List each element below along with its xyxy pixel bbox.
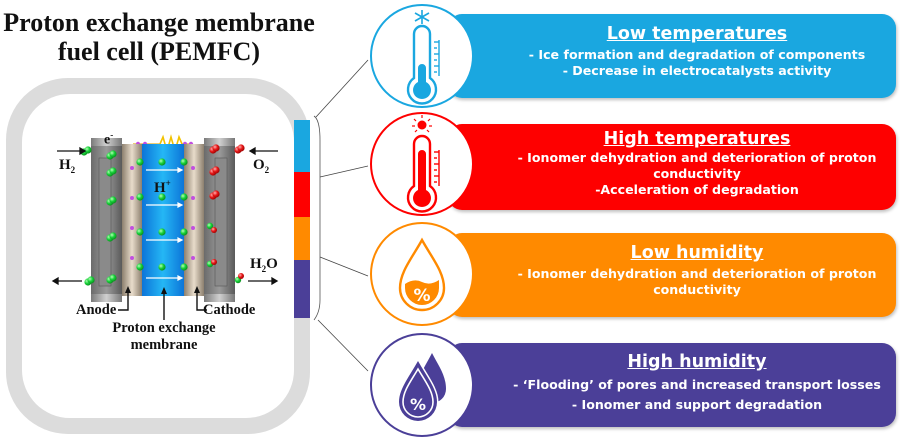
flow-arrows <box>51 146 279 286</box>
card-title: Low humidity <box>630 243 764 263</box>
percent-glyph: % <box>413 286 430 306</box>
band-low-humidity <box>294 217 310 260</box>
card-line: - Decrease in electrocatalysts activity <box>562 63 832 78</box>
drop-percent-icon: % <box>398 237 446 312</box>
card-line: -Acceleration of degradation <box>595 182 799 197</box>
icon-circle-low-temperatures <box>370 4 474 108</box>
membrane-label: Proton exchange membrane <box>94 320 234 354</box>
card-title: Low temperatures <box>606 24 788 44</box>
icon-circle-high-temperatures <box>370 112 474 216</box>
card-title: High humidity <box>627 352 767 372</box>
o2-label: O2 <box>253 157 270 175</box>
card-line: - Ionomer dehydration and deterioration … <box>517 150 877 165</box>
title-line-1: Proton exchange membrane <box>3 8 315 37</box>
cathode-layer <box>184 144 204 296</box>
cathode-plate <box>204 138 235 302</box>
h2-label: H2 <box>59 157 76 175</box>
band-high-humidity <box>294 260 310 318</box>
proton-label: H+ <box>154 178 171 196</box>
card-line: conductivity <box>653 282 741 297</box>
card-line: - ‘Flooding’ of pores and increased tran… <box>513 377 881 392</box>
card-title: High temperatures <box>603 129 791 149</box>
water-label: H2O <box>250 256 278 274</box>
membrane <box>142 144 184 296</box>
band-high-temperatures <box>294 172 310 217</box>
card-line: - Ice formation and degradation of compo… <box>528 47 866 62</box>
connector-high-humidity <box>317 319 369 372</box>
thermometer-sun-icon <box>406 115 440 213</box>
icon-circle-high-humidity: % <box>370 333 474 437</box>
hydrogen-molecules <box>80 146 242 286</box>
double-drop-percent-icon: % <box>397 353 446 423</box>
proton-flow-arrows <box>146 167 184 281</box>
connector-high-temperatures <box>319 165 369 178</box>
title-line-2: fuel cell (PEMFC) <box>57 37 261 66</box>
diagram-title: Proton exchange membrane fuel cell (PEMF… <box>0 8 318 66</box>
connector-low-temperatures <box>315 59 369 118</box>
oxygen-molecules <box>209 144 245 279</box>
connector-low-humidity <box>319 256 369 277</box>
membrane-label-line-2: membrane <box>130 337 198 353</box>
anode-label: Anode <box>76 302 117 318</box>
card-line: - Ionomer and support degradation <box>571 397 823 412</box>
card-low-humidity: Low humidity - Ionomer dehydration and d… <box>448 233 896 317</box>
icon-circle-low-humidity: % <box>370 222 474 326</box>
percent-glyph: % <box>410 395 426 414</box>
membrane-label-line-1: Proton exchange <box>112 320 216 336</box>
anode-layer <box>122 144 142 296</box>
card-low-temperatures: Low temperatures - Ice formation and deg… <box>448 14 896 98</box>
thermometer-snowflake-icon <box>406 10 440 105</box>
electron-label: e- <box>104 130 114 148</box>
anode-plate <box>91 138 122 302</box>
card-high-humidity: High humidity - ‘Flooding’ of pores and … <box>448 343 896 427</box>
band-low-temperatures <box>294 120 310 172</box>
card-line: - Ionomer dehydration and deterioration … <box>517 266 877 281</box>
cathode-label: Cathode <box>203 302 256 318</box>
card-high-temperatures: High temperatures - Ionomer dehydration … <box>448 124 896 210</box>
label-pointers <box>118 291 207 320</box>
electrons <box>130 166 195 260</box>
card-line: conductivity <box>653 166 741 181</box>
